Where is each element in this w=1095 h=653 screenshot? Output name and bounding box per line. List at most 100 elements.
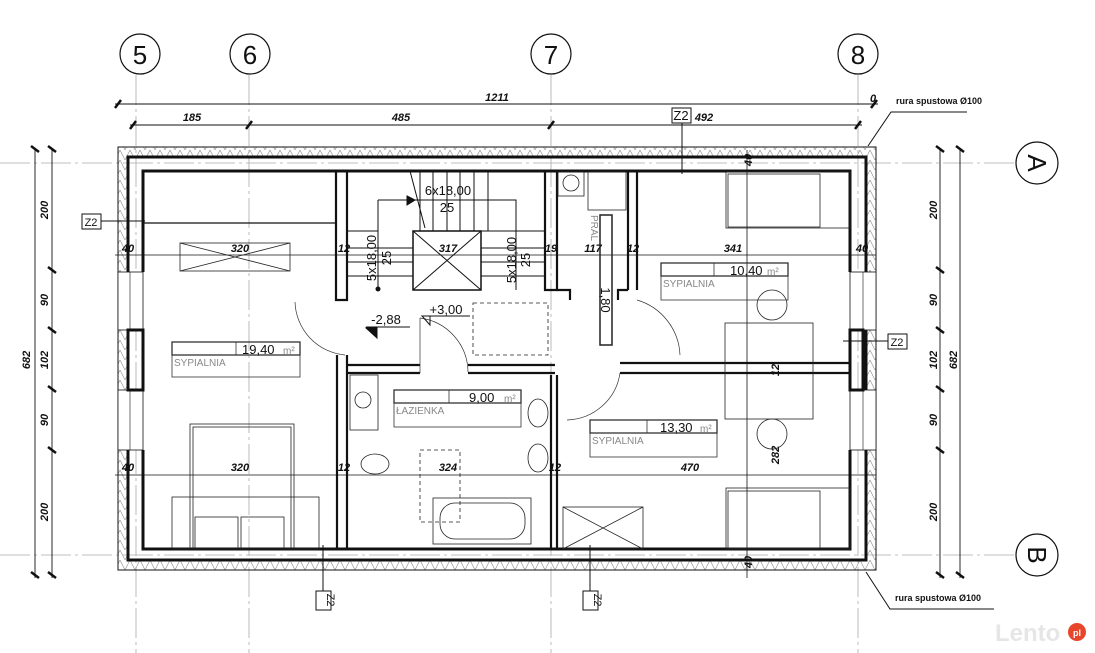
room-name-laundry: PRAL	[588, 215, 599, 242]
stairs-left-tread: 25	[379, 251, 394, 265]
stairs-left-flight: 5x18,00	[364, 235, 379, 281]
room-unit: m²	[283, 346, 295, 357]
z2-marker-right: Z2	[843, 333, 908, 350]
room-area-bedroom-2: 13,30	[660, 420, 693, 435]
z2-marker-left: Z2	[81, 213, 145, 230]
svg-text:12: 12	[549, 462, 561, 474]
room-tag-bathroom	[393, 389, 522, 428]
room-unit: m²	[700, 424, 712, 435]
room-name-bathroom: ŁAZIENKA	[396, 406, 445, 417]
downpipe-note-top: rura spustowa Ø100	[867, 96, 982, 147]
svg-text:Z2: Z2	[591, 594, 603, 607]
svg-text:320: 320	[231, 243, 250, 255]
stairs-top-tread: 25	[440, 200, 454, 215]
svg-text:470: 470	[680, 462, 700, 474]
dim-divider-wall: 12	[770, 364, 782, 376]
svg-text:40: 40	[121, 243, 135, 255]
svg-text:682: 682	[948, 351, 960, 369]
stairs-right-flight: 5x18,00	[504, 237, 519, 283]
room-tag-bedroom-3	[660, 262, 789, 301]
svg-text:324: 324	[439, 462, 457, 474]
level-marker-lower: -2,88	[364, 312, 410, 340]
svg-text:200: 200	[928, 200, 940, 220]
room-area-bedroom-1: 19,40	[242, 342, 275, 357]
svg-text:Z2: Z2	[673, 108, 688, 123]
dim-wall-top: 40	[743, 153, 755, 167]
grid-bubble-B: B	[1015, 533, 1059, 577]
svg-text:102: 102	[39, 351, 51, 369]
svg-text:+3,00: +3,00	[430, 302, 463, 317]
svg-text:Lento: Lento	[995, 620, 1060, 647]
room-area-bedroom-3: 10,40	[730, 263, 763, 278]
svg-text:19: 19	[545, 243, 558, 255]
svg-text:B: B	[1022, 546, 1052, 563]
room-tag-bedroom-1	[171, 341, 301, 378]
svg-text:90: 90	[39, 413, 51, 426]
svg-text:40: 40	[855, 243, 869, 255]
dims-lower-row: 40 320 12 324 12 470	[121, 462, 700, 474]
room-name-bedroom-1: SYPIALNIA	[174, 358, 226, 369]
stairs-right-tread: 25	[518, 253, 533, 267]
z2-marker-bottom-left: Z2	[315, 545, 336, 611]
room-name-bedroom-2: SYPIALNIA	[592, 436, 644, 447]
side-dimensions	[30, 145, 965, 579]
room-unit: m²	[767, 267, 779, 278]
svg-text:-2,88: -2,88	[371, 312, 401, 327]
dim-top-492: 492	[694, 112, 713, 124]
room-tag-bedroom-2	[589, 419, 718, 458]
svg-text:90: 90	[39, 293, 51, 306]
svg-text:rura spustowa Ø100: rura spustowa Ø100	[896, 96, 982, 106]
svg-text:A: A	[1022, 154, 1052, 172]
room-unit: m²	[504, 394, 516, 405]
svg-text:Z2: Z2	[891, 337, 904, 349]
outer-walls	[117, 146, 877, 571]
svg-text:8: 8	[851, 40, 865, 70]
svg-text:Z2: Z2	[324, 594, 336, 607]
svg-text:200: 200	[39, 200, 51, 220]
svg-text:102: 102	[928, 351, 940, 369]
room-area-laundry: 1,80	[598, 287, 613, 312]
svg-text:7: 7	[544, 40, 558, 70]
door-swings	[294, 299, 681, 421]
dim-top-485: 485	[391, 112, 411, 124]
grid-bubble-A: A	[1015, 141, 1059, 185]
svg-text:90: 90	[928, 293, 940, 306]
grid-bubble-6: 6	[229, 33, 271, 75]
right-side-labels: 200 90 102 90 200 682	[928, 200, 960, 522]
staircase	[347, 170, 545, 292]
dim-overall-width: 1211	[485, 92, 509, 104]
svg-text:rura spustowa Ø100: rura spustowa Ø100	[895, 593, 981, 603]
interior-walls	[143, 171, 850, 549]
svg-text:40: 40	[121, 462, 135, 474]
dim-wall-bottom: 40	[743, 555, 755, 569]
downpipe-note-bottom: rura spustowa Ø100	[865, 571, 994, 610]
svg-text:200: 200	[928, 502, 940, 522]
top-dimensions	[114, 99, 878, 130]
dims-upper-row: 40 320 12 317 19 117 12 341 40	[121, 243, 869, 255]
grid-bubble-8: 8	[837, 33, 879, 75]
dim-desk-depth: 282	[770, 446, 782, 465]
grid-bubble-5: 5	[119, 33, 161, 75]
svg-text:pl: pl	[1073, 628, 1081, 638]
dim-top-185: 185	[183, 112, 202, 124]
svg-text:317: 317	[439, 243, 458, 255]
svg-text:6: 6	[243, 40, 257, 70]
level-marker-upper: +3,00	[420, 302, 470, 327]
svg-text:200: 200	[39, 502, 51, 522]
svg-text:Z2: Z2	[85, 217, 98, 229]
lento-watermark: Lento pl	[995, 620, 1086, 647]
furniture	[171, 171, 851, 550]
svg-text:682: 682	[21, 351, 33, 369]
z2-marker-bottom-right: Z2	[582, 545, 603, 611]
svg-text:5: 5	[133, 40, 147, 70]
grid-bubble-7: 7	[530, 33, 572, 75]
svg-text:12: 12	[338, 462, 350, 474]
stairs-top-flight: 6x18,00	[425, 183, 471, 198]
svg-text:320: 320	[231, 462, 250, 474]
svg-text:117: 117	[584, 243, 602, 255]
room-name-bedroom-3: SYPIALNIA	[663, 279, 715, 290]
z2-marker-top: Z2	[671, 107, 692, 174]
room-area-bathroom: 9,00	[469, 390, 494, 405]
left-side-labels: 200 90 102 90 200 682	[21, 200, 51, 522]
